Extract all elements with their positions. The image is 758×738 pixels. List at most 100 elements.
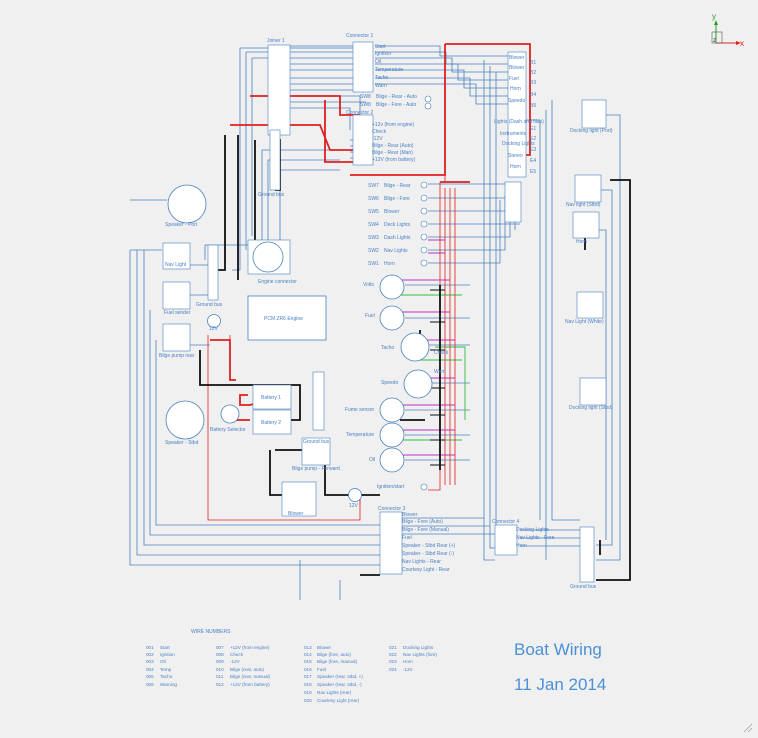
connector3-pin: Courtesy Light - Rear [402,567,450,573]
wire-name: Blower [317,645,332,650]
switch-id: SW2 [368,248,379,254]
fuse-label: Horn [510,86,521,92]
wire-name: Bilge (fore, auto) [317,652,351,657]
connector3-pins: Blower Bilge - Fore (Auto) Bilge - Fore … [402,512,456,573]
red-thin-wires [207,175,456,521]
pcm-engine-label: PCM ZR6 Engine [264,316,303,322]
connector2-pin: -12V [372,136,383,142]
wire-number: 012 [216,682,224,687]
wire-name: Tacho [160,674,173,679]
diagram-date: 11 Jan 2014 [514,675,606,694]
connector2-pin: Bilge - Rear (Man) [372,150,413,156]
switch-id: SW4 [368,222,379,228]
speaker-port-label: Speaker - Port [165,222,198,228]
fuse-id: B4 [530,92,536,98]
fuse-id: B2 [530,70,536,76]
connector2-pins: +12v (from engine) Check -12V Bilge - Re… [372,122,416,163]
wire-number: 021 [389,645,397,650]
connector1-pins: Start Ignition Oil Temperature Tacho War… [360,44,417,108]
joiner1-label: Joiner 1 [267,38,285,44]
blower-label: Blower [288,511,304,517]
wire-number: 018 [304,682,312,687]
switch-label: Blower [384,209,400,215]
axis-z-label: z [713,38,716,44]
wire-name: Warning [160,682,177,687]
fume-sensor-label: Fume sensor [345,407,375,413]
wire-number: 017 [304,674,312,679]
switch-id: SW1 [368,261,379,267]
battery-selector-label: Battery Selector [210,427,246,433]
wire-number: 001 [146,645,154,650]
blue-wires [129,45,621,600]
speedo-label: Speedo [381,380,398,386]
oil-label: Oil [369,457,375,463]
wire-number: 009 [216,659,224,664]
temperature-label: Temperature [346,432,374,438]
ground-bus-right-label: Ground bus [570,584,597,590]
connector2-pin: Bilge - Rear (Auto) [372,143,414,149]
ground-bus-mid-label: Ground bus [303,439,330,445]
wire-name: Docking Lights [403,645,434,650]
wire-name: Horn [403,659,413,664]
wire-name: Bilge (fore, manual) [317,659,358,664]
wire-name: Check [230,652,244,657]
connector3-pin: Bilge - Fore (Manual) [402,527,449,533]
wire-number: 013 [304,645,312,650]
wire-number: 016 [304,667,312,672]
wire-name: +12V (from engine) [230,645,270,650]
fuse-label: Lights (Dash and Nav) [494,119,544,125]
wire-name: Bilge (rear, auto) [230,667,264,672]
axis-x-label: x [740,39,744,48]
connector2-pin: Check [372,129,387,135]
fuse-label: Blower [509,55,525,61]
connector3-pin: Nav Lights - Rear [402,559,441,565]
wire-name: Speaker (rear, stbd, -) [317,682,362,687]
fuse-label: Docking Lights [502,141,535,147]
wire-number: 020 [304,698,312,703]
wire-name: Speaker (rear, stbd, +) [317,674,363,679]
wire-number: 019 [304,690,312,695]
switch-id: SW3 [368,235,379,241]
switch-label: Bilge - Rear [384,183,411,189]
connector2-pin: +12v (from engine) [372,122,414,128]
wire-name: Nav Lights (fore) [403,652,437,657]
wire-number: 023 [389,659,397,664]
wire-name: Fuel [317,667,326,672]
switch-id: SW6 [368,196,379,202]
fuse-label: Horn [510,164,521,170]
wire-name: Courtesy Light (rear) [317,698,360,703]
resize-grip-icon[interactable] [743,723,753,733]
fuse-id: B3 [530,80,536,86]
fuse-id: E2 [530,136,536,142]
connector4-pin: Horn [516,543,527,549]
connector1-sw-id: SW8 [360,94,371,100]
wire-number: 004 [146,667,154,672]
wire-name: Start [160,645,170,650]
docking-light-stbd-label: Docking light (Stbd) [569,405,613,411]
fuse-id: E3 [530,147,536,153]
wire-name: -12V [230,659,241,664]
fuel-sender-label: Fuel sender [164,310,191,316]
fuse-id: E4 [530,158,536,164]
wire-name: Nav Lights (rear) [317,690,352,695]
connector1-pin: Warn [375,83,387,89]
wire-number: 008 [216,652,224,657]
nav-light-label: Nav Light [165,262,187,268]
wire-number: 007 [216,645,224,650]
battery2-label: Battery 2 [261,420,281,426]
connector3-pin: Blower [402,512,418,518]
wire-name: -12V [403,667,414,672]
nav-light-white-label: Nav Light (White) [565,319,604,325]
axis-indicator-icon: y x z [711,12,744,48]
connector3-pin: Fuel [402,535,412,541]
ignition-start-label: Ignition/start [377,484,405,490]
fuse-id: B1 [530,60,536,66]
fuse-label: Blower [509,65,525,71]
engine-connector-label: Engine connector [258,279,297,285]
wire-name: Bilge (rear, manual) [230,674,271,679]
connector1-sw-label: Bilge - Rear - Auto [376,94,417,100]
wire-name: Ignition [160,652,175,657]
